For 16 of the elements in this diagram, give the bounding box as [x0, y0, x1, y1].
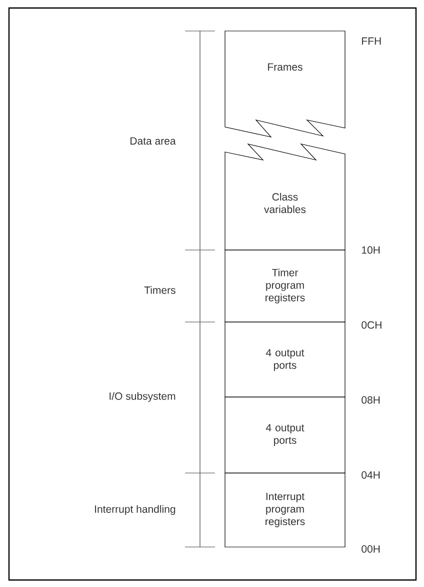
memory-block: Class variables [224, 143, 346, 250]
address-label: 0CH [362, 321, 382, 329]
memory-block: Interrupt program registers [224, 472, 346, 548]
memory-block: 4 output ports [224, 396, 346, 474]
address-label: 08H [362, 396, 380, 404]
address-label: 00H [362, 545, 380, 553]
region-label: Timers [144, 286, 176, 294]
address-label: 04H [362, 471, 380, 479]
region-label: I/O subsystem [110, 392, 176, 402]
memory-block: 4 output ports [224, 322, 346, 398]
address-label: 10H [362, 246, 380, 254]
memory-block: Timer program registers [224, 250, 346, 322]
memory-block: Frames [224, 30, 346, 138]
region-label: Interrupt handling [95, 505, 176, 515]
address-label: FFH [362, 37, 381, 45]
region-label: Data area [130, 137, 176, 145]
